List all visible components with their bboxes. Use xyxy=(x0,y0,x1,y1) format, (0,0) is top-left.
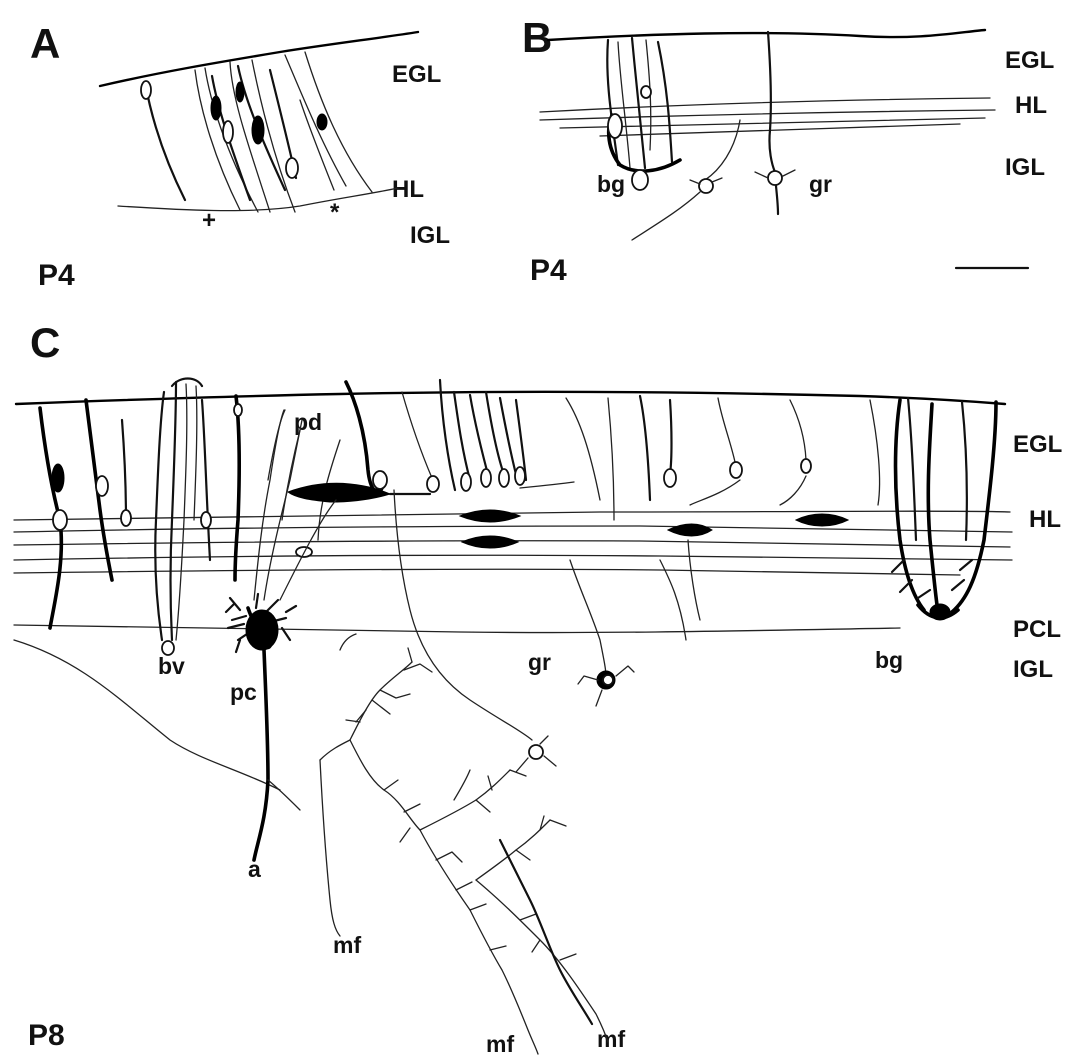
panel-c-horizontal-cells xyxy=(288,483,848,620)
panel-c-cell-mf-3: mf xyxy=(597,1026,625,1052)
panel-c: C P8 EGL HL PCL IGL pd bv pc gr bg a mf … xyxy=(14,319,1062,1057)
panel-c-bergmann-glia xyxy=(892,398,996,620)
panel-b-cell-bg: bg xyxy=(597,171,625,197)
panel-a-letter: A xyxy=(30,20,60,67)
panel-a-hl-boundary xyxy=(118,188,398,211)
panel-c-layer-pcl: PCL xyxy=(1013,616,1061,643)
panel-c-mossy-fibres xyxy=(320,634,608,1054)
panel-b-layer-igl: IGL xyxy=(1005,154,1045,181)
panel-c-purkinje-cell xyxy=(226,410,336,860)
panel-c-layer-igl: IGL xyxy=(1013,656,1053,683)
panel-a-migrating-cells xyxy=(141,52,372,212)
panel-a-layer-igl: IGL xyxy=(410,222,450,249)
panel-c-blood-vessel xyxy=(155,379,202,656)
panel-b-age-label: P4 xyxy=(530,254,567,287)
panel-c-cell-gr: gr xyxy=(528,649,551,675)
panel-c-cell-bv: bv xyxy=(158,653,185,679)
panel-a-layer-egl: EGL xyxy=(392,61,441,88)
panel-a-layer-hl: HL xyxy=(392,176,424,203)
panel-c-cell-mf-2: mf xyxy=(486,1031,514,1057)
panel-c-cell-pc: pc xyxy=(230,679,257,705)
panel-b-bergmann-glia xyxy=(607,38,680,190)
panel-c-cell-mf-1: mf xyxy=(333,932,361,958)
panel-c-letter: C xyxy=(30,319,60,366)
panel-b-letter: B xyxy=(522,14,552,61)
panel-b-layer-hl: HL xyxy=(1015,92,1047,119)
panel-a: A P4 EGL HL IGL + * xyxy=(30,20,450,292)
panel-c-cell-bg: bg xyxy=(875,647,903,673)
panel-c-layer-hl: HL xyxy=(1029,506,1061,533)
panel-a-asterisk-marker: * xyxy=(330,199,340,226)
panel-c-radial-fibres xyxy=(40,380,880,628)
panel-b-pial-surface xyxy=(548,30,985,40)
panel-a-age-label: P4 xyxy=(38,259,75,292)
panel-c-cell-pd: pd xyxy=(294,409,322,435)
panel-c-age-label: P8 xyxy=(28,1019,65,1052)
panel-c-granule-cells xyxy=(394,490,686,772)
panel-b: B P4 EGL HL IGL bg gr xyxy=(522,14,1054,287)
panel-a-pial-surface xyxy=(100,32,418,86)
panel-b-cell-gr: gr xyxy=(809,171,832,197)
panel-c-layer-egl: EGL xyxy=(1013,431,1062,458)
panel-b-layer-egl: EGL xyxy=(1005,47,1054,74)
panel-b-granule-cells xyxy=(632,32,795,240)
